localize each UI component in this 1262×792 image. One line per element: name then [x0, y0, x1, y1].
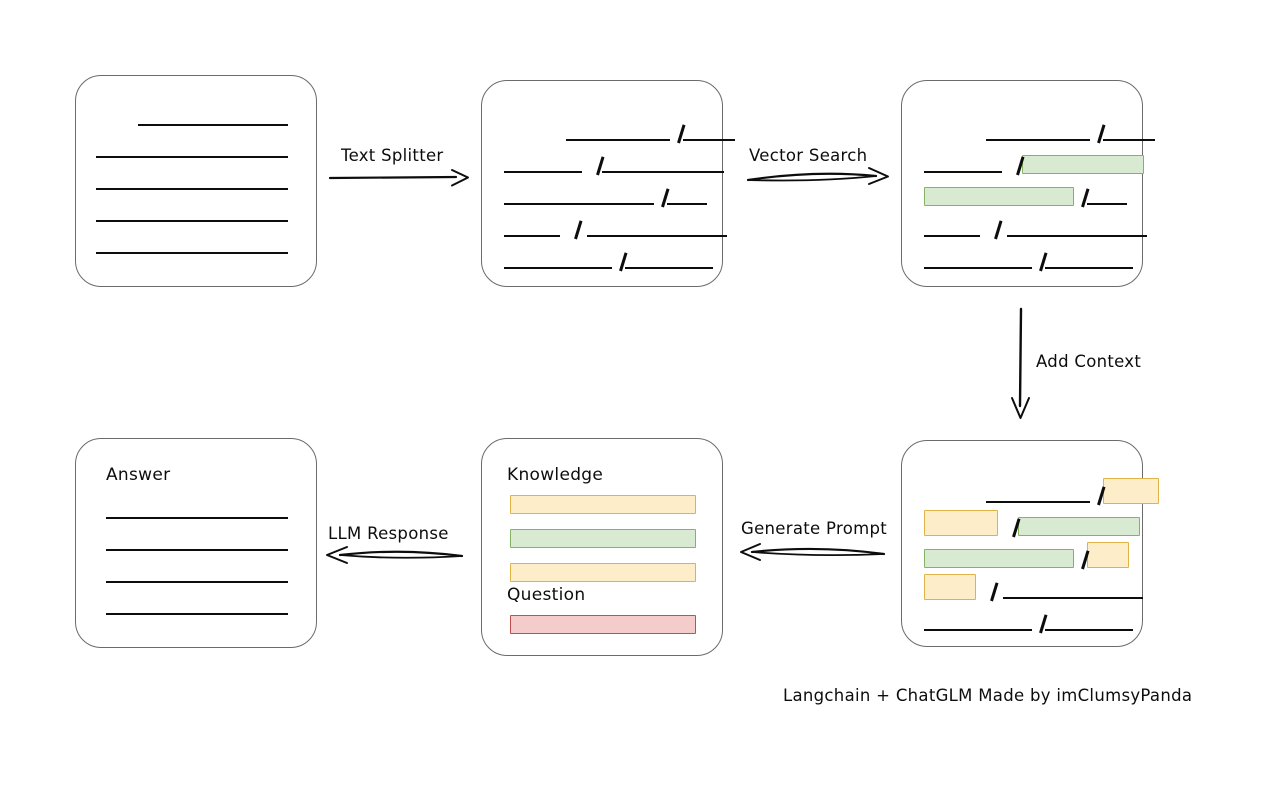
slash-separator-icon: [1090, 123, 1103, 143]
arrow-generate-prompt: [740, 543, 886, 561]
answer-line: [106, 517, 288, 519]
slash-separator-icon: [1032, 251, 1045, 271]
answer-line: [106, 581, 288, 583]
knowledge-bar-green: [510, 529, 696, 548]
edge-label-vector-search: Vector Search: [749, 146, 868, 165]
arrow-add-context: [1011, 307, 1030, 419]
matched-chunk-green: [924, 187, 1074, 206]
document-line: [96, 156, 288, 158]
chunk-segment: [667, 203, 707, 205]
chunk-row: [504, 181, 707, 207]
answer-line: [106, 549, 288, 551]
chunk-row: [924, 510, 1140, 537]
chunk-segment: [924, 171, 1002, 173]
chunk-row: [504, 117, 735, 143]
chunk-row: [504, 149, 724, 175]
context-chunk-yellow: [924, 510, 998, 536]
slash-separator-icon: [1090, 485, 1103, 505]
document-line: [96, 252, 288, 254]
chunk-segment: [1087, 203, 1127, 205]
node-vector-search-results[interactable]: [901, 80, 1155, 287]
document-line: [138, 124, 288, 126]
credit-text: Langchain + ChatGLM Made by imClumsyPand…: [783, 686, 1193, 705]
answer-label: Answer: [106, 465, 171, 485]
arrow-llm-response: [326, 546, 464, 564]
chunk-segment: [566, 139, 670, 141]
chunk-segment: [1003, 597, 1143, 599]
slash-separator-icon: [1074, 549, 1087, 569]
chunk-segment: [1045, 267, 1133, 269]
chunk-segment: [504, 203, 654, 205]
knowledge-bar-yellow: [510, 495, 696, 514]
chunk-row: [924, 181, 1127, 207]
chunk-segment: [504, 267, 612, 269]
chunk-row: [924, 213, 1147, 239]
answer-line: [106, 613, 288, 615]
chunk-row: [504, 213, 727, 239]
chunk-segment: [1007, 235, 1147, 237]
slash-separator-icon: [654, 187, 667, 207]
chunk-segment: [587, 235, 727, 237]
matched-chunk-green: [924, 549, 1074, 568]
chunk-row: [924, 117, 1155, 143]
document-line: [96, 188, 288, 190]
chunk-row: [504, 245, 713, 271]
question-label: Question: [507, 585, 586, 605]
chunk-segment: [986, 139, 1090, 141]
slash-separator-icon: [1032, 613, 1045, 633]
chunk-segment: [504, 235, 560, 237]
chunk-segment: [504, 171, 582, 173]
matched-chunk-green: [1022, 155, 1144, 174]
node-context-added-results[interactable]: [901, 440, 1159, 647]
slash-separator-icon: [1009, 155, 1022, 175]
chunk-segment: [683, 139, 735, 141]
slash-separator-icon: [987, 219, 1000, 239]
arrow-text-splitter: [328, 169, 469, 187]
chunk-row: [924, 542, 1129, 569]
chunk-segment: [924, 235, 980, 237]
context-chunk-yellow: [1087, 542, 1129, 568]
context-chunk-yellow: [924, 574, 976, 600]
chunk-segment: [602, 171, 724, 173]
chunk-segment: [1045, 629, 1133, 631]
chunk-segment: [625, 267, 713, 269]
slash-separator-icon: [670, 123, 683, 143]
node-answer[interactable]: Answer: [75, 438, 317, 648]
document-line: [96, 220, 288, 222]
question-bar-red: [510, 615, 696, 634]
chunk-segment: [924, 267, 1032, 269]
chunk-row: [924, 245, 1133, 271]
node-generated-prompt[interactable]: Knowledge Question: [481, 438, 723, 656]
slash-separator-icon: [1005, 517, 1018, 537]
chunk-segment: [1103, 139, 1155, 141]
node-split-chunks[interactable]: [481, 80, 735, 287]
slash-separator-icon: [1074, 187, 1087, 207]
chunk-row: [924, 574, 1143, 601]
chunk-row: [924, 478, 1159, 505]
slash-separator-icon: [983, 581, 996, 601]
context-chunk-yellow: [1103, 478, 1159, 504]
chunk-segment: [924, 629, 1032, 631]
slash-separator-icon: [589, 155, 602, 175]
edge-label-generate-prompt: Generate Prompt: [741, 519, 887, 538]
node-source-document[interactable]: [75, 75, 317, 287]
chunk-row: [924, 149, 1144, 175]
edge-label-text-splitter: Text Splitter: [341, 146, 444, 165]
chunk-segment: [986, 501, 1090, 503]
chunk-row: [924, 607, 1133, 633]
edge-label-add-context: Add Context: [1036, 352, 1142, 371]
arrow-vector-search: [746, 167, 889, 185]
edge-label-llm-response: LLM Response: [328, 524, 449, 543]
knowledge-label: Knowledge: [507, 465, 604, 485]
slash-separator-icon: [567, 219, 580, 239]
matched-chunk-green: [1018, 517, 1140, 536]
slash-separator-icon: [612, 251, 625, 271]
knowledge-bar-yellow: [510, 563, 696, 582]
